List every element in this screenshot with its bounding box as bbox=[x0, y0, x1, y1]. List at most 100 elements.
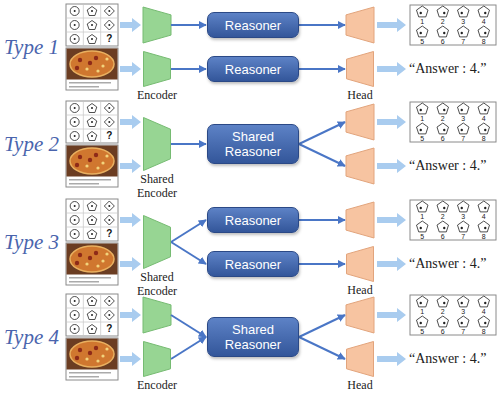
connector bbox=[299, 24, 345, 26]
photo-background bbox=[67, 244, 118, 275]
puzzle-grid bbox=[67, 322, 117, 323]
connector bbox=[171, 315, 206, 337]
puzzle-image bbox=[66, 199, 118, 241]
puzzle-grid bbox=[67, 32, 117, 33]
answer-shape bbox=[478, 221, 490, 232]
pizza-topping bbox=[78, 348, 82, 352]
encoder-label: Shared Encoder bbox=[125, 270, 189, 298]
reasoner-label: Reasoner bbox=[225, 62, 281, 77]
answer-digit: 4 bbox=[474, 18, 495, 25]
puzzle-dot bbox=[91, 233, 93, 235]
connector bbox=[299, 219, 345, 221]
answer-shape bbox=[478, 123, 490, 134]
pizza-topping bbox=[96, 264, 99, 267]
photo-background bbox=[67, 339, 118, 370]
answer-panel bbox=[410, 295, 496, 335]
answer-shape bbox=[417, 296, 429, 307]
answer-dot bbox=[443, 207, 445, 209]
puzzle-shape bbox=[70, 132, 79, 141]
answer-digit: 5 bbox=[412, 135, 433, 142]
head-node: Head bbox=[325, 246, 395, 297]
answer-shape bbox=[478, 26, 490, 37]
answer-dot bbox=[461, 302, 463, 304]
answer-digit: 2 bbox=[433, 115, 454, 122]
puzzle-dot bbox=[74, 205, 76, 207]
encoder-trapezoid bbox=[143, 51, 171, 87]
answer-digit: 4 bbox=[474, 213, 495, 220]
reasoner-box: Reasoner bbox=[207, 207, 299, 233]
type-label: Type 4 bbox=[4, 324, 59, 350]
type-label: Type 2 bbox=[4, 131, 59, 157]
puzzle-grid bbox=[100, 295, 101, 335]
puzzle-shape bbox=[87, 230, 97, 239]
puzzle-shape bbox=[70, 202, 79, 211]
puzzle-shape bbox=[70, 104, 79, 113]
puzzle-shape bbox=[87, 104, 97, 113]
answer-shape bbox=[437, 221, 449, 232]
answer-dot bbox=[461, 32, 463, 34]
puzzle-shape bbox=[87, 118, 97, 127]
answer-digit: 6 bbox=[433, 38, 454, 45]
answer-text: “Answer : 4.” bbox=[409, 255, 486, 273]
flow-arrow bbox=[377, 159, 406, 173]
puzzle-shape bbox=[104, 296, 114, 306]
pizza-topping bbox=[105, 252, 108, 255]
head-shape bbox=[347, 247, 374, 282]
encoder-node: Shared Encoder bbox=[122, 215, 192, 298]
puzzle-dot bbox=[74, 24, 76, 26]
puzzle-question-mark: ? bbox=[101, 322, 118, 336]
pizza-topping bbox=[101, 161, 104, 164]
answer-shape bbox=[458, 123, 470, 134]
answer-digit: 5 bbox=[412, 233, 433, 240]
caption-line bbox=[69, 281, 99, 283]
answer-digit: 3 bbox=[453, 115, 474, 122]
head-shape bbox=[347, 52, 374, 87]
puzzle-dot bbox=[74, 314, 76, 316]
connector bbox=[171, 220, 206, 242]
puzzle-dot bbox=[108, 107, 110, 109]
puzzle-grid bbox=[100, 5, 101, 45]
puzzle-shape bbox=[104, 6, 114, 16]
puzzle-grid bbox=[83, 200, 84, 240]
pizza-topping bbox=[101, 259, 104, 262]
answer-digit: 8 bbox=[474, 233, 495, 240]
answer-shape bbox=[458, 6, 470, 17]
puzzle-shape bbox=[70, 311, 79, 320]
answer-digit: 1 bbox=[412, 18, 433, 25]
caption-line bbox=[69, 376, 99, 378]
pizza-topping bbox=[94, 153, 98, 157]
reasoner-label: Shared Reasoner bbox=[212, 129, 294, 159]
answer-shape bbox=[437, 316, 449, 327]
encoder-label: Encoder bbox=[125, 378, 189, 392]
answer-digit: 5 bbox=[412, 38, 433, 45]
flow-arrow bbox=[377, 257, 406, 271]
answer-shape bbox=[417, 316, 429, 327]
head-shape bbox=[346, 202, 374, 238]
encoder-node: Encoder bbox=[122, 341, 192, 392]
answer-shape bbox=[458, 316, 470, 327]
answer-digit: 1 bbox=[412, 308, 433, 315]
answer-digit: 4 bbox=[474, 115, 495, 122]
caption-line bbox=[69, 82, 111, 84]
connector bbox=[171, 143, 206, 145]
connector bbox=[171, 24, 206, 26]
answer-shape bbox=[458, 201, 470, 212]
answer-panel bbox=[410, 102, 496, 142]
puzzle-grid bbox=[100, 200, 101, 240]
pizza-topping bbox=[94, 346, 98, 350]
puzzle-shape bbox=[87, 7, 97, 16]
caption-line bbox=[69, 277, 111, 279]
answer-dot bbox=[461, 129, 463, 131]
answer-digit: 7 bbox=[453, 233, 474, 240]
answer-shape bbox=[437, 123, 449, 134]
encoder-trapezoid bbox=[143, 341, 171, 377]
puzzle-shape bbox=[87, 202, 97, 211]
answer-dot bbox=[484, 109, 486, 111]
pizza-topping bbox=[96, 69, 99, 72]
encoder-shape bbox=[143, 297, 171, 333]
answer-dot bbox=[420, 322, 422, 324]
puzzle-dot bbox=[91, 219, 93, 221]
encoder-trapezoid bbox=[143, 215, 171, 269]
answer-digit: 1 bbox=[412, 115, 433, 122]
